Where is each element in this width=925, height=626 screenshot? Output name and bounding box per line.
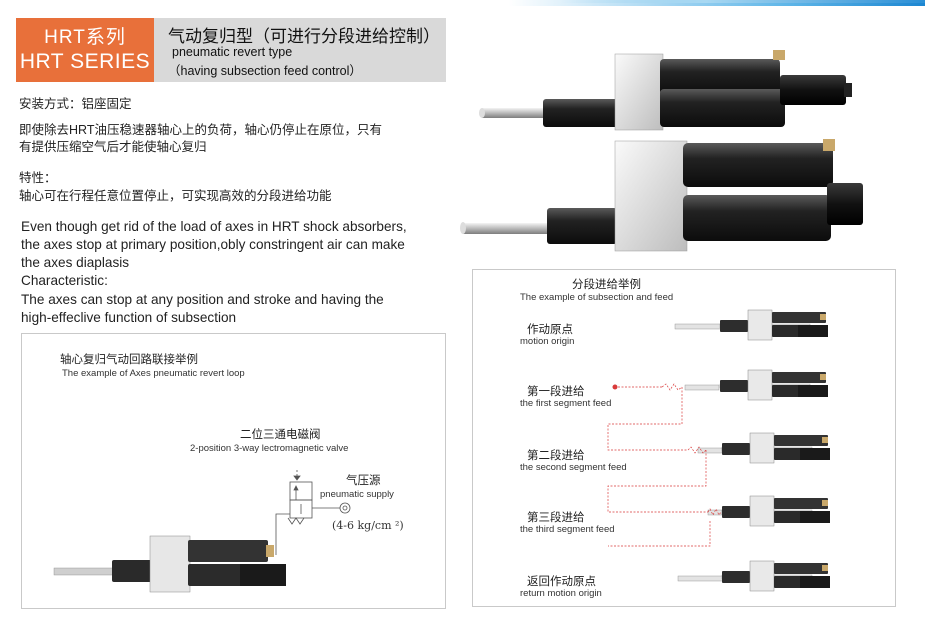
shock-absorber-upper (479, 50, 852, 131)
step-return-origin-en: return motion origin (520, 588, 602, 599)
english-line-1: Even though get rid of the load of axes … (21, 219, 407, 234)
feed-path-lines (607, 383, 722, 547)
page-title-en: pneumatic revert type (172, 45, 293, 59)
top-decorative-stripe (0, 0, 925, 6)
mount-method: 安装方式：铝座固定 (19, 97, 132, 111)
english-line-3: the axes diaplasis (21, 255, 130, 270)
feed-panel-title: 分段进给举例 (572, 279, 641, 291)
series-badge: HRT系列 HRT SERIES (16, 18, 154, 82)
step-return-origin-cn: 返回作动原点 (527, 576, 596, 588)
loop-panel-subtitle: The example of Axes pneumatic revert loo… (62, 368, 245, 379)
english-line-2: the axes stop at primary position,obly c… (21, 237, 405, 252)
supply-label-cn: 气压源 (346, 475, 381, 487)
page-subtitle-en: （having subsection feed control） (168, 64, 362, 78)
pneumatic-circuit-diagram (53, 470, 351, 593)
feed-step-1-unit (684, 369, 829, 401)
shock-absorber-side (53, 535, 286, 593)
solenoid-valve-symbol (287, 470, 351, 525)
pressure-range: (4-6 kg/cm ²) (332, 519, 404, 532)
feed-step-2-unit (697, 432, 831, 464)
step-second-feed-cn: 第二段进给 (527, 450, 585, 462)
english-line-5: The axes can stop at any position and st… (21, 292, 384, 307)
series-name-en: HRT SERIES (19, 50, 151, 73)
feature-heading: 特性： (19, 171, 57, 185)
step-first-feed-cn: 第一段进给 (527, 386, 585, 398)
feed-panel-subtitle: The example of subsection and feed (520, 292, 674, 303)
valve-label-cn: 二位三通电磁阀 (240, 429, 321, 441)
supply-label-en: pneumatic supply (320, 489, 394, 500)
valve-label-en: 2-position 3-way lectromagnetic valve (190, 443, 349, 454)
step-motion-origin-en: motion origin (520, 336, 575, 347)
feed-step-3-unit (707, 495, 831, 527)
page-title-box: 气动复归型（可进行分段进给控制） pneumatic revert type （… (154, 18, 446, 82)
step-third-feed-en: the third segment feed (520, 524, 615, 535)
step-first-feed-en: the first segment feed (520, 398, 612, 409)
series-name-cn: HRT系列 (44, 27, 126, 48)
feed-step-origin-unit (674, 309, 829, 341)
characteristic-heading: Characteristic: (21, 273, 108, 288)
subsection-feed-diagram (607, 309, 831, 592)
shock-absorber-lower (460, 139, 863, 252)
step-second-feed-en: the second segment feed (520, 462, 627, 473)
description-line-1: 即使除去HRT油压稳速器轴心上的负荷，轴心仍停止在原位，只有 (19, 123, 382, 137)
step-motion-origin-cn: 作动原点 (527, 324, 573, 336)
page-title-cn: 气动复归型（可进行分段进给控制） (168, 27, 440, 46)
step-third-feed-cn: 第三段进给 (527, 512, 585, 524)
english-line-6: high-effeclive function of subsection (21, 310, 237, 325)
pneumatic-loop-panel (21, 333, 446, 609)
feature-text: 轴心可在行程任意位置停止，可实现高效的分段进给功能 (19, 189, 332, 203)
top-decorative-stripe-highlight (560, 0, 925, 3)
air-line (275, 513, 290, 555)
description-line-2: 有提供压缩空气后才能使轴心复归 (19, 140, 207, 154)
feed-step-return-unit (677, 560, 831, 592)
product-photo (460, 50, 863, 252)
loop-panel-title: 轴心复归气动回路联接举例 (60, 354, 198, 366)
